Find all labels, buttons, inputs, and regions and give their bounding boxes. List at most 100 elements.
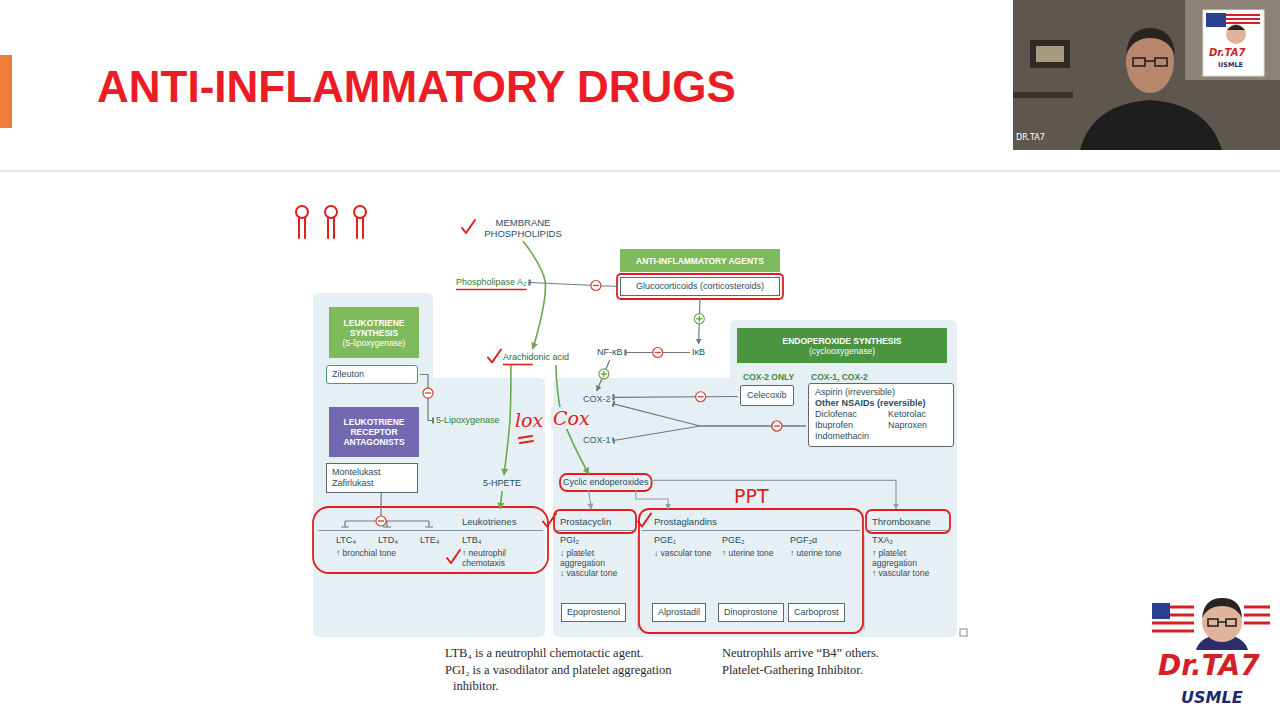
pathway-arrow	[500, 491, 502, 509]
webcam-wall	[1185, 0, 1280, 80]
logo-flag	[1244, 603, 1270, 633]
footnote: LTB₄ is a neutrophil chemotactic agent.	[445, 645, 643, 661]
minus-symbol	[696, 392, 706, 402]
symbol-mark	[425, 392, 431, 393]
accent-bar	[0, 55, 12, 128]
node-text: PGI₂	[556, 535, 634, 546]
drug-box: Zileuton	[326, 365, 418, 384]
drug-box: Carboprost	[788, 603, 845, 622]
node-text: (5-lipoxygenase)	[343, 338, 406, 348]
node-text: Other NSAIDs (reversible)	[808, 398, 954, 409]
symbol-layer	[423, 281, 782, 432]
minus-symbol	[423, 388, 433, 398]
panel-header: ENDOPEROXIDE SYNTHESIS(cyclooxygenase)	[737, 328, 947, 363]
symbol-circle	[772, 421, 782, 431]
annotation-loop	[617, 274, 783, 299]
mediator-group: LeukotrienesLTC₄LTD₄LTE₄↑ bronchial tone…	[318, 512, 543, 568]
logo-face	[1227, 25, 1245, 30]
node-text: LTD₄	[378, 535, 420, 546]
node-text: Indomethacin	[808, 431, 881, 447]
node-text: Epoprostenol	[567, 607, 620, 618]
drug-box: Alprostadil	[652, 603, 706, 622]
node-text: COX-2	[583, 394, 611, 405]
symbol-circle	[772, 421, 782, 431]
pathway-arrow	[589, 490, 591, 509]
symbol-mark	[655, 352, 661, 353]
factor-label: IκB	[692, 347, 705, 358]
symbol-mark	[774, 425, 780, 426]
phospholipid-head	[296, 206, 308, 218]
logo-text: Dr.TA7	[1209, 47, 1245, 59]
phospholipid-head	[325, 206, 337, 218]
pathway-arrow	[636, 490, 668, 509]
small-logo	[1203, 10, 1264, 76]
symbol-circle	[653, 348, 663, 358]
enzyme-label: COX-1	[583, 435, 611, 446]
node-text: ↑ platelet aggregation	[868, 548, 948, 568]
node-text: LEUKOTRIENE RECEPTOR ANTAGONISTS	[333, 417, 415, 447]
check-mark	[488, 350, 501, 363]
mediator-group: ProstaglandinsPGE₁↓ vascular tonePGE₂↑ u…	[642, 512, 860, 630]
node-text: Dinoprostone	[724, 607, 778, 618]
webcam-person	[1080, 100, 1222, 150]
mnemonic: Neutrophils arrive “B4” others.	[722, 645, 879, 661]
node-text: ↓ vascular tone	[556, 568, 634, 578]
phospholipid-head	[354, 206, 366, 218]
phospholipid-tail	[357, 218, 363, 238]
pathway-arrow	[597, 360, 610, 391]
phospholipid-tail	[299, 218, 305, 238]
webcam-person	[1126, 28, 1175, 55]
logo-hair	[1202, 598, 1242, 618]
node-text: Naproxen	[881, 420, 954, 431]
webcam-plaque	[1036, 46, 1064, 62]
pathway-arrow	[651, 480, 896, 509]
symbol-mark	[378, 520, 384, 521]
symbol-circle	[694, 314, 704, 324]
node-text: ↑ uterine tone	[790, 548, 860, 558]
handwritten-note: PPT	[734, 487, 769, 506]
annotation-loop	[313, 507, 548, 573]
annotation-underline	[503, 364, 533, 366]
check-mark	[543, 514, 556, 527]
footnote: PGI₂ is a vasodilator and platelet aggre…	[445, 662, 715, 694]
header-rule	[0, 170, 1280, 172]
symbol-circle	[423, 388, 433, 398]
phospholipid-sketch	[296, 206, 366, 238]
slide-title: ANTI-INFLAMMATORY DRUGS	[97, 63, 736, 111]
inhibition-line	[626, 352, 691, 353]
enzyme-label: Phospholipase A₂	[456, 277, 527, 288]
node-text: NF-κB	[597, 347, 623, 358]
inhibition-bracket	[341, 512, 433, 527]
drug-box: COX-1, COX-2Aspirin (irreversible)Other …	[808, 372, 954, 447]
inhibition-line	[614, 396, 738, 398]
node-text: ANTI-INFLAMMATORY AGENTS	[636, 256, 764, 266]
symbol-circle	[599, 369, 609, 379]
endoperoxide-panel	[553, 320, 957, 637]
mediator-group: ThromboxaneTXA₂↑ platelet aggregation↑ v…	[868, 512, 948, 578]
node-text: Prostacyclin	[556, 512, 634, 531]
factor-label: NF-κB	[597, 347, 623, 358]
logo-face	[1226, 24, 1246, 44]
logo-glasses	[1208, 619, 1236, 626]
large-logo	[1152, 598, 1270, 650]
node-text: Ibuprofen	[808, 420, 881, 431]
check-mark	[638, 514, 651, 527]
node-text: Arachidonic acid	[503, 352, 569, 363]
node-text: PGE₁	[654, 535, 722, 546]
symbol-mark	[698, 396, 704, 397]
zoom-icon	[960, 629, 967, 636]
handwritten-note: Cox	[551, 407, 592, 429]
node-text: Cyclic endoperoxides	[563, 477, 649, 488]
pathway-arrow	[504, 365, 511, 475]
webcam-person	[1133, 58, 1167, 66]
annotation-loop	[554, 510, 636, 533]
node-text: PGE₂	[722, 535, 790, 546]
node-text: ↑ uterine tone	[722, 548, 790, 558]
node-text: IκB	[692, 347, 705, 358]
pathway-arrow	[523, 241, 545, 349]
node-text: Ketorolac	[881, 409, 954, 420]
inhibition-line	[530, 283, 618, 287]
node-text: Aspirin (irreversible)	[808, 383, 954, 398]
node-text: ↑ bronchial tone	[336, 548, 462, 568]
